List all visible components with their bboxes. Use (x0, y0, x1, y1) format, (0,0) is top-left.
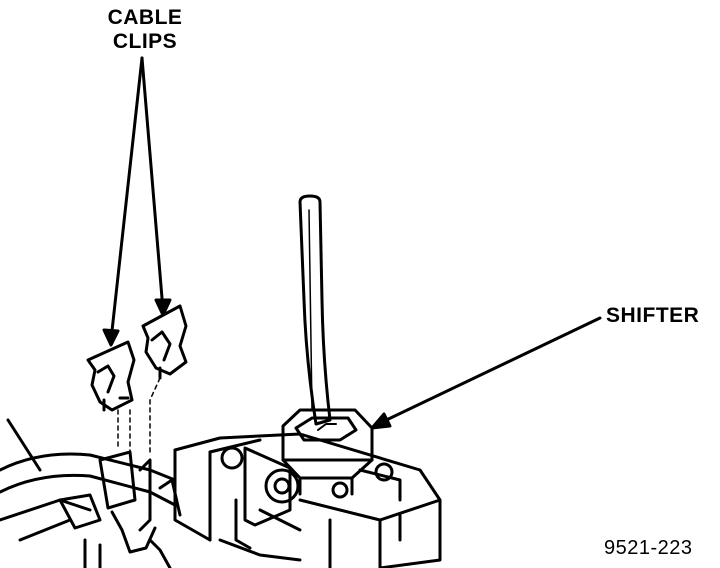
cable-clips-label-line1: CABLE (107, 6, 183, 29)
cable-clips-label: CABLE CLIPS (95, 6, 195, 54)
shifter-base-bracket (173, 432, 442, 568)
figure-number: 9521-223 (604, 537, 693, 559)
cable-clip-right (141, 304, 188, 380)
shift-cable (0, 418, 182, 568)
shifter-leader (370, 316, 602, 430)
cable-clips-leaders (102, 56, 172, 347)
clip-install-lines (117, 377, 161, 456)
cable-clips-label-line2: CLIPS (112, 30, 178, 53)
shifter-lever (298, 194, 332, 426)
cable-clip-left (86, 340, 136, 412)
shifter-label: SHIFTER (606, 304, 700, 327)
